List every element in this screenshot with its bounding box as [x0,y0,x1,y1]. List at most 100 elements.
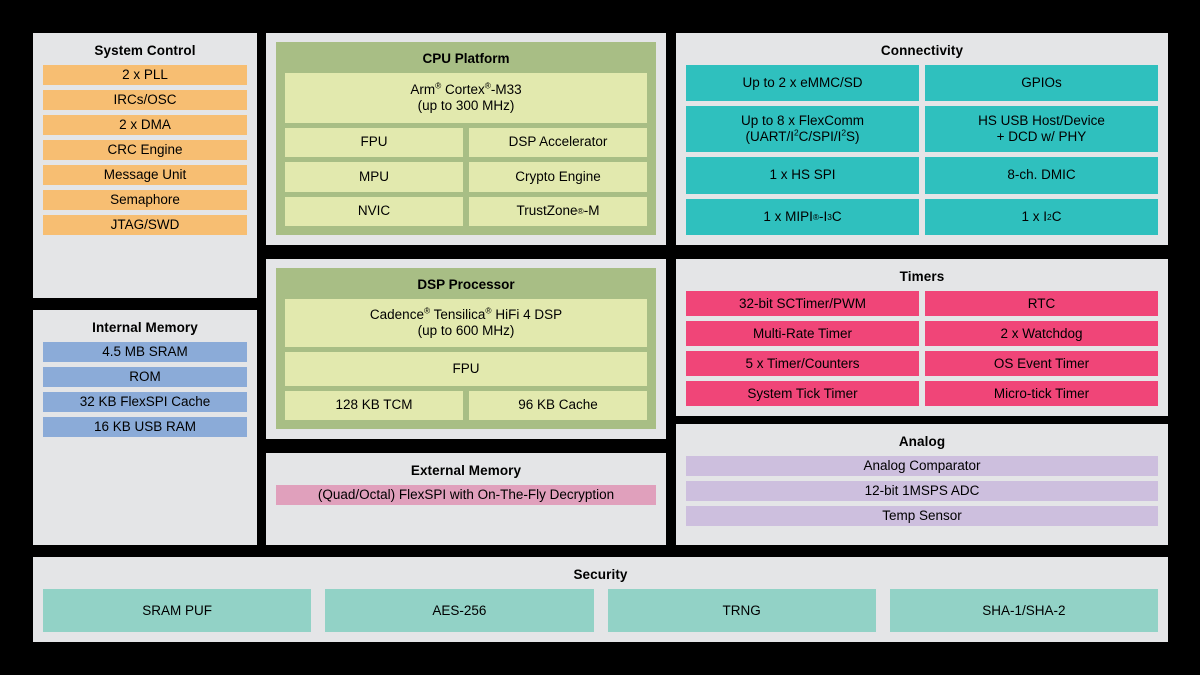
panel-internal-memory: Internal Memory 4.5 MB SRAM ROM 32 KB Fl… [33,310,257,545]
panel-title-timers: Timers [899,269,945,284]
superscript-two-icon: 2 [841,127,847,138]
dsp-processor-group: DSP Processor Cadence® Tensilica® HiFi 4… [276,268,656,429]
block-mpu[interactable]: MPU [285,162,463,192]
panel-timers: Timers 32-bit SCTimer/PWM RTC Multi-Rate… [676,259,1168,416]
tensilica-line2: (up to 600 MHz) [417,322,515,338]
external-memory-items: (Quad/Octal) FlexSPI with On-The-Fly Dec… [276,485,656,535]
timers-row-2: Multi-Rate Timer 2 x Watchdog [686,321,1158,346]
panel-title-cpu-platform: CPU Platform [422,51,510,66]
block-tcm[interactable]: 128 KB TCM [285,390,463,420]
block-fpu[interactable]: FPU [285,127,463,158]
block-rtc[interactable]: RTC [925,291,1158,316]
panel-title-external-memory: External Memory [410,463,522,478]
block-gpios[interactable]: GPIOs [925,65,1158,102]
panel-cpu-platform: CPU Platform Arm® Cortex®-M33 (up to 300… [266,33,666,245]
block-dmic[interactable]: 8-ch. DMIC [925,157,1158,194]
connectivity-row-3: 1 x HS SPI 8-ch. DMIC [686,157,1158,194]
block-cortex-m33[interactable]: Arm® Cortex®-M33 (up to 300 MHz) [285,73,647,123]
block-emmc-sd[interactable]: Up to 2 x eMMC/SD [686,65,919,102]
block-dma[interactable]: 2 x DMA [43,115,247,135]
block-nvic[interactable]: NVIC [285,196,463,226]
block-adc[interactable]: 12-bit 1MSPS ADC [686,481,1158,501]
dsp-processor-items: Cadence® Tensilica® HiFi 4 DSP (up to 60… [285,299,647,420]
hs-usb-line1: HS USB Host/Device [978,113,1105,129]
block-hs-usb[interactable]: HS USB Host/Device + DCD w/ PHY [925,106,1158,153]
registered-icon: ® [423,305,431,316]
panel-system-control: System Control 2 x PLL IRCs/OSC 2 x DMA … [33,33,257,298]
internal-memory-items: 4.5 MB SRAM ROM 32 KB FlexSPI Cache 16 K… [43,342,247,535]
panel-dsp-processor: DSP Processor Cadence® Tensilica® HiFi 4… [266,259,666,439]
registered-icon: ® [484,80,491,91]
panel-connectivity: Connectivity Up to 2 x eMMC/SD GPIOs Up … [676,33,1168,245]
block-watchdog[interactable]: 2 x Watchdog [925,321,1158,346]
block-hs-spi[interactable]: 1 x HS SPI [686,157,919,194]
panel-analog: Analog Analog Comparator 12-bit 1MSPS AD… [676,424,1168,545]
timers-items: 32-bit SCTimer/PWM RTC Multi-Rate Timer … [686,291,1158,406]
tensilica-line1: Cadence® Tensilica® HiFi 4 DSP [369,305,563,322]
block-micro-tick-timer[interactable]: Micro-tick Timer [925,381,1158,406]
block-dsp-accelerator[interactable]: DSP Accelerator [469,127,647,158]
block-trng[interactable]: TRNG [607,589,876,632]
security-items: SRAM PUF AES-256 TRNG SHA-1/SHA-2 [43,589,1158,632]
block-cache[interactable]: 96 KB Cache [469,390,647,420]
block-timer-counters[interactable]: 5 x Timer/Counters [686,351,919,376]
panel-external-memory: External Memory (Quad/Octal) FlexSPI wit… [266,453,666,545]
block-crc-engine[interactable]: CRC Engine [43,140,247,160]
cpu-row-nvic-trustzone: NVIC TrustZone®-M [285,196,647,226]
superscript-two-icon: 2 [793,127,799,138]
block-temp-sensor[interactable]: Temp Sensor [686,506,1158,526]
block-message-unit[interactable]: Message Unit [43,165,247,185]
system-control-items: 2 x PLL IRCs/OSC 2 x DMA CRC Engine Mess… [43,65,247,288]
block-flexspi-decryption[interactable]: (Quad/Octal) FlexSPI with On-The-Fly Dec… [276,485,656,505]
block-semaphore[interactable]: Semaphore [43,190,247,210]
cortex-m33-line2: (up to 300 MHz) [417,97,515,113]
timers-row-1: 32-bit SCTimer/PWM RTC [686,291,1158,316]
cpu-row-mpu-crypto: MPU Crypto Engine [285,162,647,192]
block-sram[interactable]: 4.5 MB SRAM [43,342,247,362]
block-usb-ram[interactable]: 16 KB USB RAM [43,417,247,437]
connectivity-row-1: Up to 2 x eMMC/SD GPIOs [686,65,1158,102]
block-jtag-swd[interactable]: JTAG/SWD [43,215,247,235]
panel-title-security: Security [573,567,628,582]
panel-title-internal-memory: Internal Memory [92,320,198,335]
block-ircs-osc[interactable]: IRCs/OSC [43,90,247,110]
block-tensilica-hifi4[interactable]: Cadence® Tensilica® HiFi 4 DSP (up to 60… [285,299,647,347]
cpu-row-fpu-dsp: FPU DSP Accelerator [285,127,647,158]
block-multi-rate-timer[interactable]: Multi-Rate Timer [686,321,919,346]
timers-row-4: System Tick Timer Micro-tick Timer [686,381,1158,406]
dsp-row-tcm-cache: 128 KB TCM 96 KB Cache [285,390,647,420]
panel-title-dsp-processor: DSP Processor [417,277,515,292]
block-analog-comparator[interactable]: Analog Comparator [686,456,1158,476]
panel-title-system-control: System Control [94,43,196,58]
flexcomm-line2: (UART/I2C/SPI/I2S) [745,127,860,145]
block-pll[interactable]: 2 x PLL [43,65,247,85]
block-sram-puf[interactable]: SRAM PUF [43,589,312,632]
registered-icon: ® [485,305,492,316]
block-os-event-timer[interactable]: OS Event Timer [925,351,1158,376]
timers-row-3: 5 x Timer/Counters OS Event Timer [686,351,1158,376]
hs-usb-line2: + DCD w/ PHY [996,129,1087,145]
cpu-platform-group: CPU Platform Arm® Cortex®-M33 (up to 300… [276,42,656,235]
block-flexspi-cache[interactable]: 32 KB FlexSPI Cache [43,392,247,412]
connectivity-row-2: Up to 8 x FlexComm (UART/I2C/SPI/I2S) HS… [686,106,1158,153]
panel-security: Security SRAM PUF AES-256 TRNG SHA-1/SHA… [33,557,1168,642]
connectivity-items: Up to 2 x eMMC/SD GPIOs Up to 8 x FlexCo… [686,65,1158,235]
block-sctimer-pwm[interactable]: 32-bit SCTimer/PWM [686,291,919,316]
block-rom[interactable]: ROM [43,367,247,387]
block-crypto-engine[interactable]: Crypto Engine [469,162,647,192]
block-trustzone-m[interactable]: TrustZone®-M [469,196,647,226]
cpu-platform-items: Arm® Cortex®-M33 (up to 300 MHz) FPU DSP… [285,73,647,226]
block-dsp-fpu[interactable]: FPU [285,351,647,386]
panel-title-analog: Analog [898,434,946,449]
block-sha[interactable]: SHA-1/SHA-2 [889,589,1158,632]
panel-title-connectivity: Connectivity [880,43,964,58]
block-system-tick-timer[interactable]: System Tick Timer [686,381,919,406]
block-aes-256[interactable]: AES-256 [325,589,594,632]
block-flexcomm[interactable]: Up to 8 x FlexComm (UART/I2C/SPI/I2S) [686,106,919,153]
flexcomm-line1: Up to 8 x FlexComm [740,113,865,129]
analog-items: Analog Comparator 12-bit 1MSPS ADC Temp … [686,456,1158,535]
